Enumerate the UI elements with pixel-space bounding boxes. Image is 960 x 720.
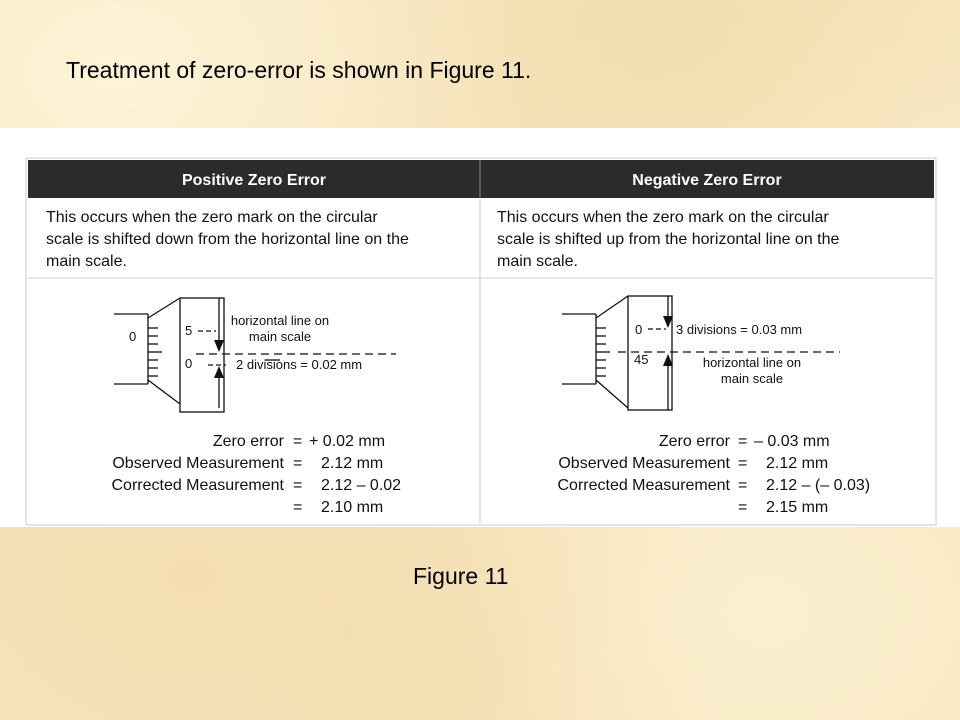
- negative-eq-sign-4: =: [738, 499, 747, 516]
- positive-desc-line-2: scale is shifted down from the horizonta…: [46, 231, 409, 248]
- negative-divisions-label: 3 divisions = 0.03 mm: [676, 322, 802, 337]
- thimble-bevel-bottom: [595, 379, 629, 409]
- negative-eq-sign-1: =: [738, 433, 747, 450]
- positive-eq-value-1: + 0.02 mm: [309, 433, 385, 450]
- main-scale-ticks: [596, 327, 610, 377]
- positive-eq-sign-1: =: [293, 433, 302, 450]
- negative-eq-label-3: Corrected Measurement: [557, 477, 730, 494]
- positive-desc-line-1: This occurs when the zero mark on the ci…: [46, 209, 378, 226]
- figure-panel: Positive Zero Error Negative Zero Error …: [0, 128, 960, 527]
- positive-hline-label-1: horizontal line on: [231, 313, 329, 328]
- negative-eq-sign-2: =: [738, 455, 747, 472]
- positive-equations: Zero error = + 0.02 mm Observed Measurem…: [111, 433, 401, 516]
- positive-eq-value-2: 2.12 mm: [321, 455, 383, 472]
- positive-eq-value-3: 2.12 – 0.02: [321, 477, 401, 494]
- negative-eq-label-2: Observed Measurement: [558, 455, 730, 472]
- thimble-bevel-top: [595, 295, 629, 319]
- thimble-bevel-bottom: [147, 379, 181, 405]
- figure-caption: Figure 11: [413, 563, 509, 589]
- negative-header: Negative Zero Error: [632, 172, 781, 189]
- thimble: [179, 297, 225, 413]
- negative-micrometer: [562, 295, 840, 411]
- negative-hline-label-2: main scale: [721, 371, 783, 386]
- negative-desc-line-2: scale is shifted up from the horizontal …: [497, 231, 840, 248]
- negative-hline-label-1: horizontal line on: [703, 355, 801, 370]
- thimble-label-0: 0: [635, 322, 642, 337]
- zero-error-table: Positive Zero Error Negative Zero Error …: [25, 157, 937, 526]
- negative-eq-sign-3: =: [738, 477, 747, 494]
- negative-eq-value-1: – 0.03 mm: [754, 433, 830, 450]
- negative-equations: Zero error = – 0.03 mm Observed Measurem…: [557, 433, 870, 516]
- slide-title: Treatment of zero-error is shown in Figu…: [66, 57, 532, 83]
- positive-micrometer: [114, 297, 396, 413]
- bottom-arrow-head: [214, 366, 224, 378]
- positive-hline-label-2: main scale: [249, 329, 311, 344]
- thimble-label-0: 0: [185, 356, 192, 371]
- table-frame: [25, 157, 937, 526]
- negative-eq-value-2: 2.12 mm: [766, 455, 828, 472]
- header-bar: [28, 160, 934, 198]
- top-arrow-head: [663, 316, 673, 328]
- positive-eq-label-3: Corrected Measurement: [111, 477, 284, 494]
- negative-eq-label-1: Zero error: [659, 433, 731, 450]
- positive-eq-value-4: 2.10 mm: [321, 499, 383, 516]
- positive-eq-sign-4: =: [293, 499, 302, 516]
- positive-divisions-label: 2 divisions = 0.02 mm: [236, 357, 362, 372]
- bottom-arrow-head: [663, 354, 673, 366]
- positive-eq-sign-3: =: [293, 477, 302, 494]
- negative-eq-value-3: 2.12 – (– 0.03): [766, 477, 870, 494]
- thimble-label-5: 5: [185, 323, 192, 338]
- negative-eq-value-4: 2.15 mm: [766, 499, 828, 516]
- main-scale-ticks: [148, 327, 162, 377]
- positive-eq-label-2: Observed Measurement: [112, 455, 284, 472]
- top-arrow-head: [214, 340, 224, 352]
- thimble-label-45: 45: [634, 352, 648, 367]
- thimble: [627, 295, 673, 411]
- positive-eq-label-1: Zero error: [213, 433, 285, 450]
- negative-desc-line-1: This occurs when the zero mark on the ci…: [497, 209, 829, 226]
- negative-desc-line-3: main scale.: [497, 253, 578, 270]
- main-scale-zero-label: 0: [129, 329, 136, 344]
- thimble-bevel-top: [147, 297, 181, 319]
- positive-eq-sign-2: =: [293, 455, 302, 472]
- positive-desc-line-3: main scale.: [46, 253, 127, 270]
- positive-header: Positive Zero Error: [182, 172, 326, 189]
